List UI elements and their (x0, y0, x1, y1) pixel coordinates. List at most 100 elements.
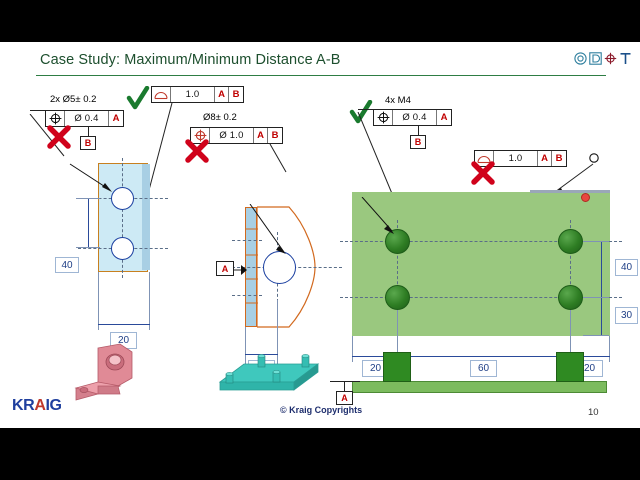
top-profile-datum-a: A (215, 87, 229, 102)
section-view-boss-right (556, 352, 584, 382)
right-profile-feature-control-frame[interactable]: 1.0 A B (474, 150, 567, 167)
middle-reject-mark (184, 138, 210, 169)
middle-position-datum-b: B (271, 130, 279, 141)
logo-part-3: IG (45, 397, 62, 414)
left-position-feature-control-frame[interactable]: Ø 0.4 A (45, 110, 124, 127)
middle-view-note: Ø8± 0.2 (203, 112, 237, 123)
right-hole-bottom-right (558, 285, 583, 310)
all-around-symbol (588, 152, 601, 170)
logo-part-2: A (34, 397, 46, 414)
right-dimx-ext-0 (352, 336, 353, 362)
middle-dim20-ext-right (277, 300, 278, 369)
top-profile-tolerance: 1.0 (171, 87, 215, 102)
right-dimx-ext-1 (397, 310, 398, 362)
left-dim-vertical-40: 40 (55, 257, 79, 273)
right-datum-b-bar (412, 125, 425, 126)
left-dim20-ext-left (98, 272, 99, 330)
middle-fcf-leader (268, 143, 290, 174)
gdt-total-runout-icon (620, 52, 631, 64)
gdt-position-icon (604, 52, 617, 65)
right-part-plate (352, 192, 610, 336)
right-dim-ext-40-bottom (583, 297, 609, 298)
position-symbol (374, 110, 393, 125)
right-plate-top-edge (530, 190, 610, 193)
left-reject-mark (46, 124, 72, 155)
right-position-datum-a: A (440, 112, 448, 123)
right-lower-centerline (340, 297, 622, 298)
logo-part-1: KR (12, 397, 35, 414)
letterbox-bottom (0, 428, 640, 480)
gdt-concentricity-icon (574, 52, 587, 65)
right-profile-reject-mark (470, 160, 496, 191)
presentation-slide: Case Study: Maximum/Minimum Distance A-B (0, 42, 640, 428)
middle-position-feature-control-frame[interactable]: Ø 1.0 A B (190, 127, 283, 144)
right-dim20-right-line (570, 356, 610, 358)
left-view-note: 2x Ø5± 0.2 (50, 94, 97, 105)
middle-datum-a-pointer (234, 263, 248, 275)
model-teal-plate (218, 352, 323, 405)
middle-position-datum-a: A (254, 128, 268, 143)
section-view-base-plate (352, 381, 607, 393)
middle-hole-leader (248, 203, 292, 258)
right-dim-lower-30: 30 (615, 307, 638, 324)
left-fcf-leader-diagonal (24, 113, 68, 158)
right-position-feature-control-frame[interactable]: Ø 0.4 A (373, 109, 452, 126)
right-view-note: 4x M4 (385, 95, 411, 106)
section-view-boss-left (383, 352, 411, 382)
copyright-text: © Kraig Copyrights (280, 405, 363, 415)
section-datum-a-stem (344, 382, 345, 391)
right-dim30-line (601, 297, 603, 336)
middle-wall-ticks (245, 207, 258, 327)
middle-upper-dash (232, 240, 262, 241)
right-plate-marker-dot (581, 193, 590, 202)
right-dim60-line (398, 356, 571, 358)
right-dim20-left-line (352, 356, 398, 358)
left-dim40-ext-top (76, 198, 100, 199)
left-datum-feature-b: B (80, 136, 96, 150)
middle-dim20-ext-left (245, 327, 246, 369)
top-profile-feature-control-frame[interactable]: 1.0 A B (151, 86, 244, 103)
left-dim40-ext-bottom (76, 247, 100, 248)
right-dim-upper-40: 40 (615, 259, 638, 276)
right-datum-feature-b: B (410, 135, 426, 149)
kraig-logo: KRAIG (12, 397, 62, 415)
right-dimx-ext-2 (570, 310, 571, 362)
left-hole-leader (68, 162, 116, 194)
left-position-datum-a: A (112, 113, 120, 124)
middle-hole (263, 251, 296, 284)
middle-position-tolerance: Ø 1.0 (210, 128, 254, 143)
right-right-vertical-centerline (570, 220, 571, 320)
left-part-body (98, 163, 148, 272)
position-symbol (191, 128, 210, 143)
corner-icon-group (574, 52, 632, 65)
model-pink-bracket (70, 342, 150, 409)
left-position-tolerance: Ø 0.4 (65, 111, 109, 126)
left-datum-b-stem (88, 127, 89, 136)
page-title: Case Study: Maximum/Minimum Distance A-B (40, 52, 341, 68)
right-left-vertical-centerline (397, 220, 398, 320)
right-profile-datum-a: A (538, 151, 552, 166)
right-dim-ext-40-top (583, 241, 609, 242)
middle-lower-dash (232, 295, 262, 296)
right-dim-left-20: 20 (362, 360, 389, 377)
right-hole-top-right (558, 229, 583, 254)
left-dim20-line (98, 324, 150, 326)
right-hole-leader (360, 196, 402, 239)
right-dim-middle-60: 60 (470, 360, 497, 377)
title-underline (36, 75, 606, 76)
section-datum-a-bar (330, 381, 360, 382)
right-hole-top-left (385, 229, 410, 254)
profile-of-surface-symbol (475, 151, 494, 166)
position-symbol (46, 111, 65, 126)
left-part-edge-strip (142, 164, 150, 270)
left-dim40-line (88, 198, 90, 248)
left-datum-b-bar (82, 126, 95, 127)
right-position-tolerance: Ø 0.4 (393, 110, 437, 125)
profile-of-surface-symbol (152, 87, 171, 102)
right-datum-b-stem (418, 126, 419, 135)
top-profile-datum-b: B (232, 89, 240, 100)
right-fcf-leader-bar (358, 109, 373, 110)
left-dim20-ext-right (149, 272, 150, 330)
right-upper-centerline (340, 241, 622, 242)
right-accept-mark (349, 99, 373, 131)
